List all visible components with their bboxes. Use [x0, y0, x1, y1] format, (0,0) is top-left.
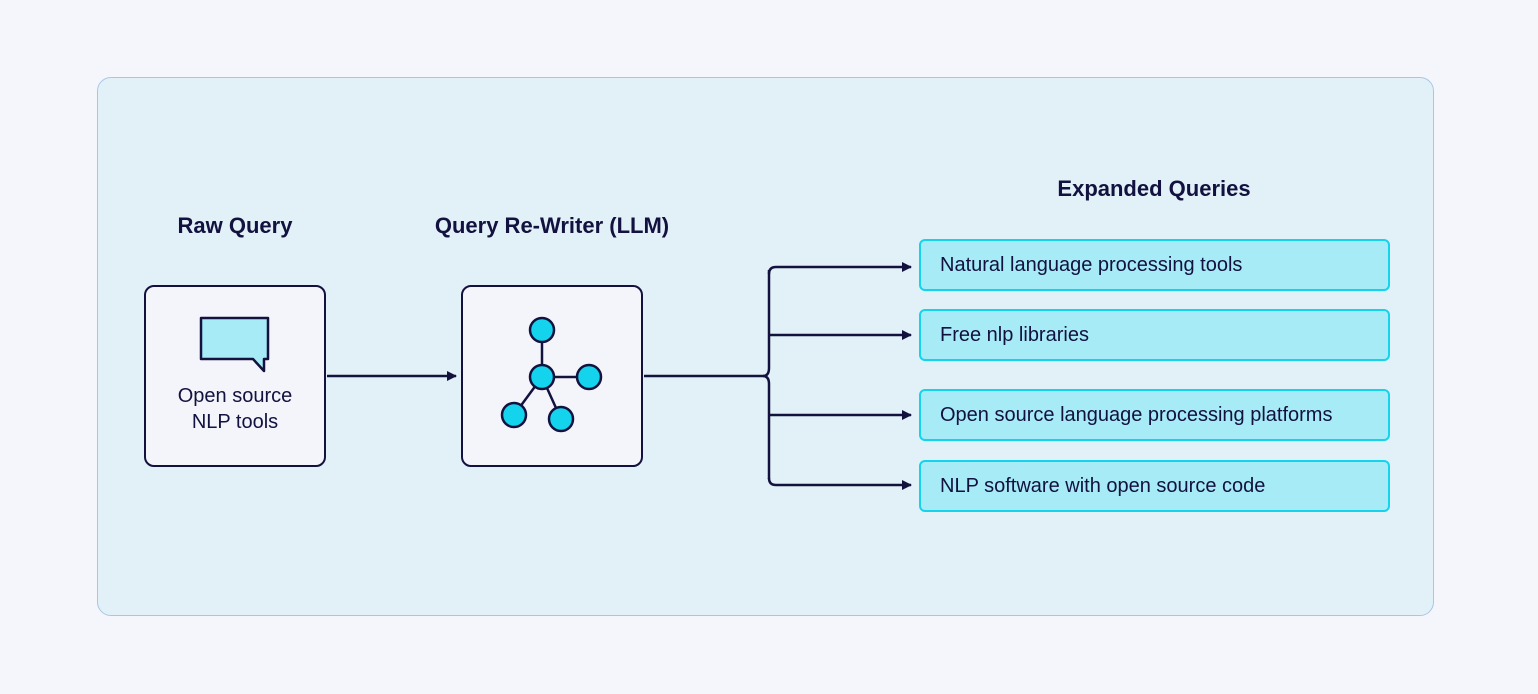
network-graph-icon — [500, 316, 602, 432]
expanded-query-2: Free nlp libraries — [919, 309, 1390, 361]
expanded-query-4: NLP software with open source code — [919, 460, 1390, 512]
expanded-queries-heading: Expanded Queries — [1057, 176, 1251, 201]
raw-query-heading: Raw Query — [177, 213, 293, 238]
graph-node-bottom-right — [547, 405, 574, 432]
rewriter-heading: Query Re-Writer (LLM) — [434, 213, 670, 238]
rewriter-box — [461, 285, 643, 467]
branch-spine — [762, 270, 771, 479]
arrow-to-query-1 — [767, 262, 912, 275]
expanded-query-1: Natural language processing tools — [919, 239, 1390, 291]
arrow-to-query-4 — [767, 477, 912, 490]
chat-bubble-icon — [199, 316, 270, 373]
raw-query-text: Open source NLP tools — [146, 383, 324, 435]
raw-query-text-line2: NLP tools — [191, 411, 279, 433]
graph-node-bottom-left — [500, 401, 527, 428]
graph-node-top — [528, 316, 555, 343]
raw-query-box: Open source NLP tools — [144, 285, 326, 467]
raw-query-text-line1: Open source — [177, 385, 293, 407]
expanded-query-3: Open source language processing platform… — [919, 389, 1390, 441]
graph-node-right — [575, 363, 602, 390]
graph-node-center — [528, 363, 555, 390]
